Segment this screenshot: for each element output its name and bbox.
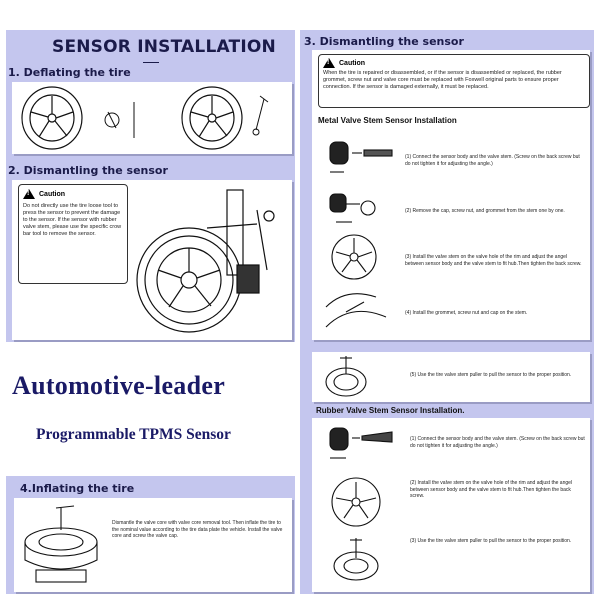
tire-left-icon — [21, 86, 83, 150]
metal-step-1: (1) Connect the sensor body and the valv… — [405, 154, 580, 167]
section-dismantling-right-heading: 3. Dismantling the sensor — [304, 35, 464, 48]
caution-header: Caution — [23, 189, 123, 199]
rubber-sensor-icon — [329, 427, 393, 459]
rubber-steps-illustrations — [329, 427, 393, 581]
valve-tool-icon — [104, 102, 135, 138]
metal-step-3: (3) Install the valve stem on the valve … — [405, 254, 582, 267]
metal-step-4: (4) Install the grommet, screw nut and c… — [405, 310, 528, 316]
rubber-step-2: (2) Install the valve stem on the valve … — [410, 480, 573, 499]
rubber-puller-icon — [333, 538, 379, 581]
product-subtitle: Programmable TPMS Sensor — [36, 426, 231, 443]
inflation-illustration — [24, 505, 98, 583]
rubber-step-1: (1) Connect the sensor body and the valv… — [410, 436, 585, 449]
metal-title: Metal Valve Stem Sensor Installation — [318, 116, 457, 125]
caution-box-right: Caution When the tire is repaired or dis… — [318, 54, 590, 108]
title-underline — [143, 62, 159, 63]
brand-name: Automotive-leader — [12, 371, 226, 400]
metal-stem-panel: Caution When the tire is repaired or dis… — [312, 50, 590, 340]
deflating-panel — [12, 82, 292, 154]
valve-puller-icon — [325, 356, 367, 397]
rubber-stem-panel: (1) Connect the sensor body and the valv… — [312, 418, 590, 592]
installation-title: SENSOR INSTALLATION — [52, 37, 276, 57]
metal-step-2: (2) Remove the cap, screw nut, and gromm… — [405, 208, 565, 214]
cap-removal-icon — [329, 193, 376, 223]
sensor-body-icon — [329, 141, 393, 173]
caution-label-right: Caution — [339, 59, 366, 67]
section-dismantling-heading: 2. Dismantling the sensor — [8, 164, 168, 177]
metal-steps-illustrations — [325, 141, 393, 328]
tire-changer-illustration — [136, 189, 275, 333]
metal-step-5: (5) Use the tire valve stem puller to pu… — [410, 372, 572, 378]
metal-step5-panel: (5) Use the tire valve stem puller to pu… — [312, 352, 590, 402]
caution-box-left: Caution Do not directly use the tire loo… — [18, 184, 128, 284]
caution-left-text: Do not directly use the tire loose tool … — [23, 203, 122, 237]
warning-icon — [23, 189, 35, 199]
caution-header-right: Caution — [323, 58, 585, 68]
inflate-instructions: Dismantle the valve core with valve core… — [112, 520, 283, 539]
section-inflating-heading: 4.Inflating the tire — [20, 482, 135, 495]
dismantling-panel: Caution Do not directly use the tire loo… — [12, 180, 292, 340]
core-remover-icon — [252, 95, 269, 136]
caution-label: Caution — [39, 190, 66, 198]
section-deflating-heading: 1. Deflating the tire — [8, 66, 131, 79]
rubber-title: Rubber Valve Stem Sensor Installation. — [316, 406, 465, 415]
caution-right-text: When the tire is repaired or disassemble… — [323, 70, 562, 90]
warning-icon-right — [323, 58, 335, 68]
rubber-rim-icon — [331, 477, 381, 527]
rubber-step-3: (3) Use the tire valve stem puller to pu… — [410, 538, 572, 544]
grommet-install-icon — [325, 293, 387, 328]
inflating-panel: Dismantle the valve core with valve core… — [14, 498, 292, 592]
rim-install-icon — [331, 234, 377, 280]
deflating-illustration — [21, 86, 269, 150]
tire-right-icon — [181, 86, 243, 150]
